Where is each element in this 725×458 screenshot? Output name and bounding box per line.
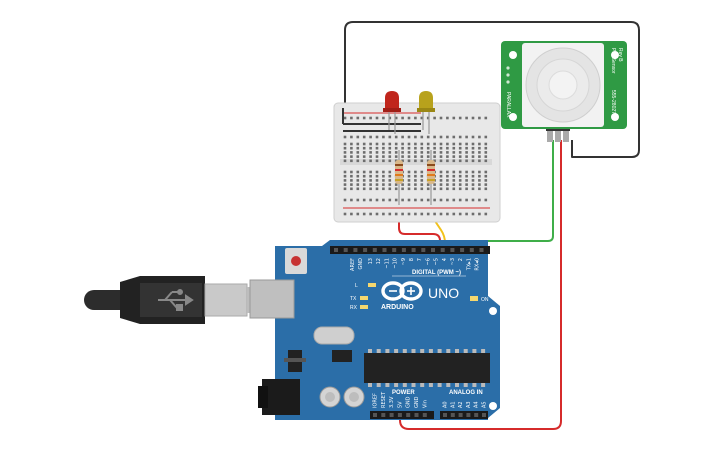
analog-pin-label: A4 xyxy=(474,401,480,408)
analog-pin-label: A0 xyxy=(443,401,449,408)
wire-red-led xyxy=(398,205,441,255)
sensor-rev-text: Rev B xyxy=(617,48,623,62)
led-label-tx: TX xyxy=(350,296,357,302)
digital-pin-label: 7 xyxy=(417,258,423,261)
led-label-rx: RX xyxy=(350,305,358,311)
wire-red-5v xyxy=(399,140,562,430)
resistor-1 xyxy=(395,150,403,205)
digital-header-label: DIGITAL (PWM ~) xyxy=(412,270,461,276)
analog-header-label: ANALOG IN xyxy=(449,390,483,396)
crystal xyxy=(313,326,355,345)
breadboard-holes xyxy=(343,116,488,216)
pin-label-gnd: GND xyxy=(358,258,364,270)
wire-black-gnd xyxy=(344,21,640,158)
power-pin-label: 3.3V xyxy=(389,396,395,408)
pin-label-aref: AREF xyxy=(350,258,356,271)
digital-pin-label: ~3 xyxy=(450,258,456,265)
analog-header xyxy=(440,411,488,419)
digital-pin-label: ~11 xyxy=(384,258,390,269)
sensor-brand-text: PARALLAX xyxy=(505,92,511,118)
led-yellow xyxy=(417,91,435,134)
digital-pin-label: 2 xyxy=(458,258,464,261)
power-pin-label: 5V xyxy=(397,401,403,408)
analog-pin-label: A5 xyxy=(482,401,488,408)
usb-port xyxy=(249,279,295,319)
board-model: UNO xyxy=(428,285,459,301)
digital-pin-label: 12 xyxy=(376,258,382,264)
pir-sensor: PIR Sensor Rev B 555-28027 PARALLAX xyxy=(501,41,627,142)
analog-pin-label: A2 xyxy=(458,401,464,408)
digital-pin-label: ~5 xyxy=(434,258,440,265)
digital-pin-label: 8 xyxy=(409,258,415,261)
power-pin-label: IOREF xyxy=(373,393,379,408)
digital-pin-label: 4 xyxy=(442,258,448,261)
resistor-2 xyxy=(427,150,435,205)
digital-pin-label: RX◂0 xyxy=(475,258,481,271)
led-red xyxy=(383,91,401,134)
digital-pin-label: ~6 xyxy=(425,258,431,265)
sensor-part-text: 555-28027 xyxy=(610,90,616,114)
power-pin-label: Vin xyxy=(422,400,428,408)
digital-header xyxy=(330,246,490,254)
breadboard xyxy=(333,102,501,223)
board-brand: ARDUINO xyxy=(381,304,414,311)
power-header-label: POWER xyxy=(392,390,415,396)
power-pin-label: GND xyxy=(414,396,420,408)
on-label: ON xyxy=(481,297,489,303)
sensor-model-text: PIR Sensor xyxy=(610,48,616,74)
digital-pin-label: ~9 xyxy=(401,258,407,265)
analog-pin-label: A3 xyxy=(466,401,472,408)
dc-power-jack xyxy=(262,379,300,415)
microcontroller-chip xyxy=(364,353,490,383)
arduino-logo-icon xyxy=(381,281,423,301)
power-pin-label: GND xyxy=(406,396,412,408)
power-header xyxy=(370,411,434,419)
analog-pin-label: A1 xyxy=(450,401,456,408)
digital-pin-label: 13 xyxy=(368,258,374,264)
led-label-l: L xyxy=(355,283,358,289)
digital-pin-label: ~10 xyxy=(393,258,399,269)
power-pin-label: RESET xyxy=(381,391,387,408)
usb-cable xyxy=(84,276,277,324)
digital-pin-label: TX▸1 xyxy=(466,258,472,271)
usb-icon xyxy=(158,289,194,311)
